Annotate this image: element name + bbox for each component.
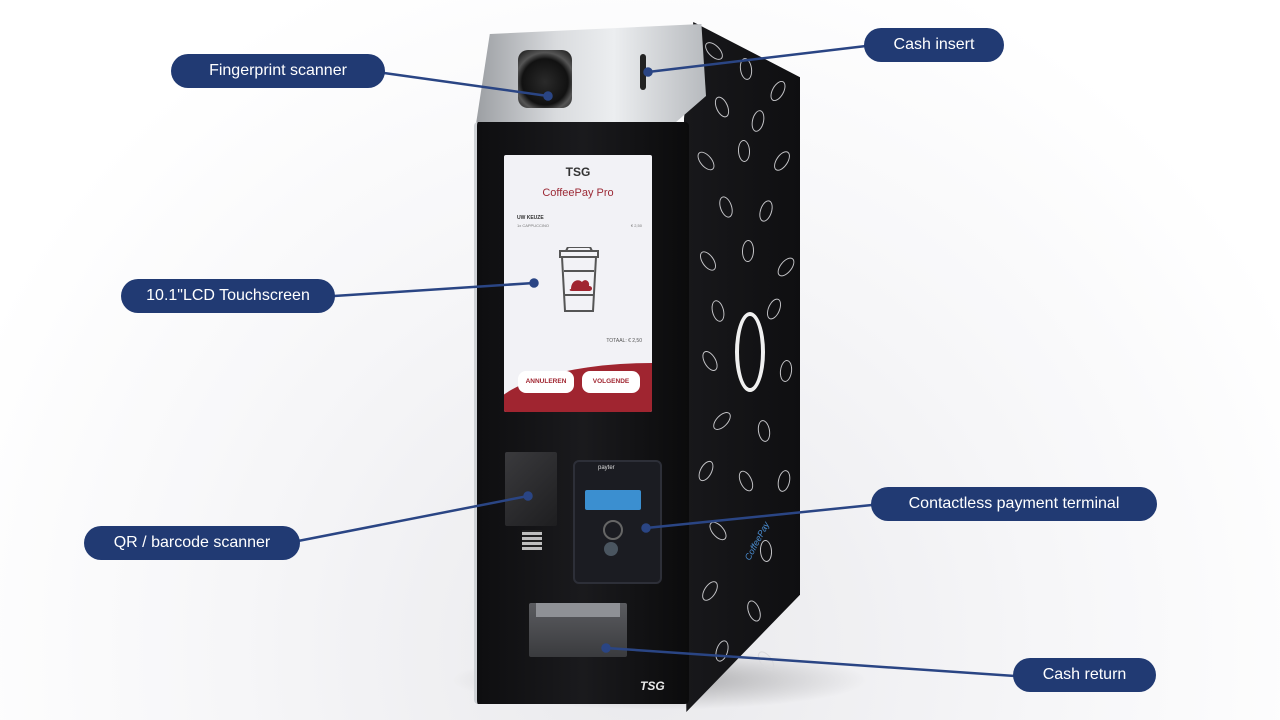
callout-contactless-terminal: Contactless payment terminal: [871, 487, 1157, 521]
order-item-price: € 2,50: [630, 223, 642, 228]
callout-cash-insert: Cash insert: [864, 28, 1004, 62]
callout-cash-return: Cash return: [1013, 658, 1156, 692]
order-total: TOTAAL: € 2,50: [606, 338, 642, 344]
screen-brand-logo: TSG: [565, 165, 591, 179]
cash-return-lip: [536, 603, 620, 617]
nfc-reader-icon: [604, 542, 618, 556]
side-logo-icon: [735, 312, 765, 392]
callout-qr-scanner: QR / barcode scanner: [84, 526, 300, 560]
callout-touchscreen: 10.1"LCD Touchscreen: [121, 279, 335, 313]
cancel-button[interactable]: ANNULEREN: [518, 371, 574, 393]
screen-title: CoffeePay Pro: [542, 187, 614, 199]
cash-insert-slot[interactable]: [640, 54, 646, 90]
order-heading: UW KEUZE: [517, 215, 544, 221]
coffee-cup-icon: [559, 247, 599, 312]
base-brand-logo: TSG: [640, 679, 665, 693]
qr-scanner-window[interactable]: [505, 452, 557, 526]
callout-fingerprint-scanner: Fingerprint scanner: [171, 54, 385, 88]
machine-top-panel: [476, 24, 706, 124]
contactless-icon: [603, 520, 623, 540]
terminal-display: [585, 490, 641, 510]
terminal-brand: payter: [598, 465, 615, 471]
order-item: 1x CAPPUCCINO: [517, 223, 550, 228]
qr-code-icon: [522, 530, 542, 550]
next-button[interactable]: VOLGENDE: [582, 371, 640, 393]
